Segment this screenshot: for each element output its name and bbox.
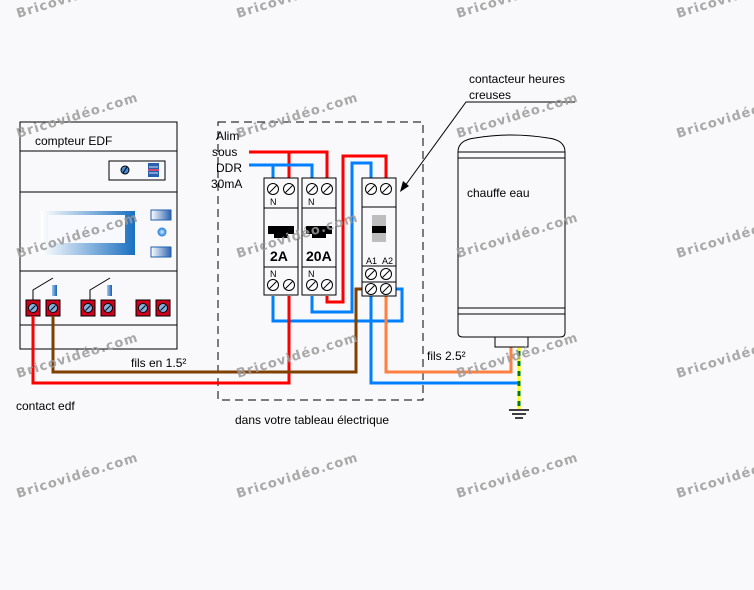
- watermark-text: Bricovidéo.com: [235, 330, 360, 381]
- edf-meter: compteur EDF: [19, 121, 178, 350]
- svg-text:Alim: Alim: [216, 129, 239, 143]
- svg-text:30mA: 30mA: [211, 177, 242, 191]
- watermark-text: Bricovidéo.com: [455, 450, 580, 501]
- breaker-toggle-icon: [268, 226, 294, 238]
- svg-text:N: N: [308, 269, 315, 279]
- heater-connection-box: [494, 336, 529, 348]
- panel-caption: dans votre tableau électrique: [235, 413, 389, 427]
- watermark-text: Bricovidéo.com: [455, 0, 580, 22]
- meter-fuse-holder: [108, 160, 166, 181]
- heater-label: chauffe eau: [467, 186, 530, 200]
- wire-neutral-to-contactor: [310, 161, 373, 314]
- wires: [31, 150, 521, 409]
- svg-text:N: N: [308, 197, 315, 207]
- wire-load-phase: [384, 296, 513, 374]
- breaker-rating: 2A: [270, 248, 288, 264]
- wire-pilot: [51, 287, 364, 374]
- meter-screw-icon: [120, 165, 130, 175]
- watermark-text: Bricovidéo.com: [235, 90, 360, 141]
- svg-text:sous: sous: [212, 145, 237, 159]
- wire-size-large: fils 2.5²: [427, 349, 466, 363]
- meter-button-bottom: [150, 246, 172, 258]
- wire-neutral-bus: [271, 287, 404, 323]
- arrow-icon: [400, 181, 409, 192]
- meter-contact-label: contact edf: [16, 399, 75, 413]
- wire-supply-phase: [249, 150, 329, 180]
- meter-button-top: [150, 209, 172, 221]
- wire-size-small: fils en 1.5²: [131, 356, 186, 370]
- svg-text:DDR: DDR: [216, 161, 242, 175]
- breaker-rating: 20A: [306, 248, 332, 264]
- svg-text:N: N: [270, 269, 277, 279]
- wire-phase-to-contactor: [325, 154, 388, 304]
- watermark-text: Bricovidéo.com: [675, 450, 754, 501]
- watermark-text: Bricovidéo.com: [675, 330, 754, 381]
- meter-title: compteur EDF: [35, 134, 112, 148]
- svg-text:creuses: creuses: [469, 88, 511, 102]
- breaker-toggle-icon: [306, 226, 332, 238]
- meter-display: [41, 211, 135, 255]
- watermark-text: Bricovidéo.com: [675, 90, 754, 141]
- electrical-panel-outline: [217, 121, 424, 401]
- svg-text:N: N: [270, 197, 277, 207]
- watermark-text: Bricovidéo.com: [15, 0, 140, 22]
- meter-led-icon: [157, 227, 167, 237]
- watermark-text: Bricovidéo.com: [235, 0, 360, 22]
- meter-contact-switch-icon: [32, 277, 112, 300]
- svg-text:contacteur heures: contacteur heures: [469, 72, 565, 86]
- watermark-text: Bricovidéo.com: [675, 0, 754, 22]
- water-heater: chauffe eau: [457, 134, 566, 348]
- breaker-20a: N 20A N: [301, 177, 337, 296]
- supply-label: Alim sous DDR 30mA: [211, 129, 242, 191]
- watermark-text: Bricovidéo.com: [15, 450, 140, 501]
- watermark-text: Bricovidéo.com: [675, 210, 754, 261]
- svg-text:A2: A2: [382, 256, 393, 266]
- wire-supply-neutral: [249, 163, 314, 180]
- watermark-text: Bricovidéo.com: [235, 450, 360, 501]
- contactor-callout: contacteur heures creuses: [400, 72, 575, 192]
- wire-meter-phase: [31, 296, 291, 385]
- earth-ground-icon: [509, 409, 529, 419]
- breaker-2a: N 2A N: [263, 177, 299, 296]
- meter-fuse-icon: [148, 163, 159, 177]
- off-peak-contactor: A1 A2: [361, 177, 397, 297]
- meter-terminal-block: [25, 299, 171, 317]
- svg-text:A1: A1: [366, 256, 377, 266]
